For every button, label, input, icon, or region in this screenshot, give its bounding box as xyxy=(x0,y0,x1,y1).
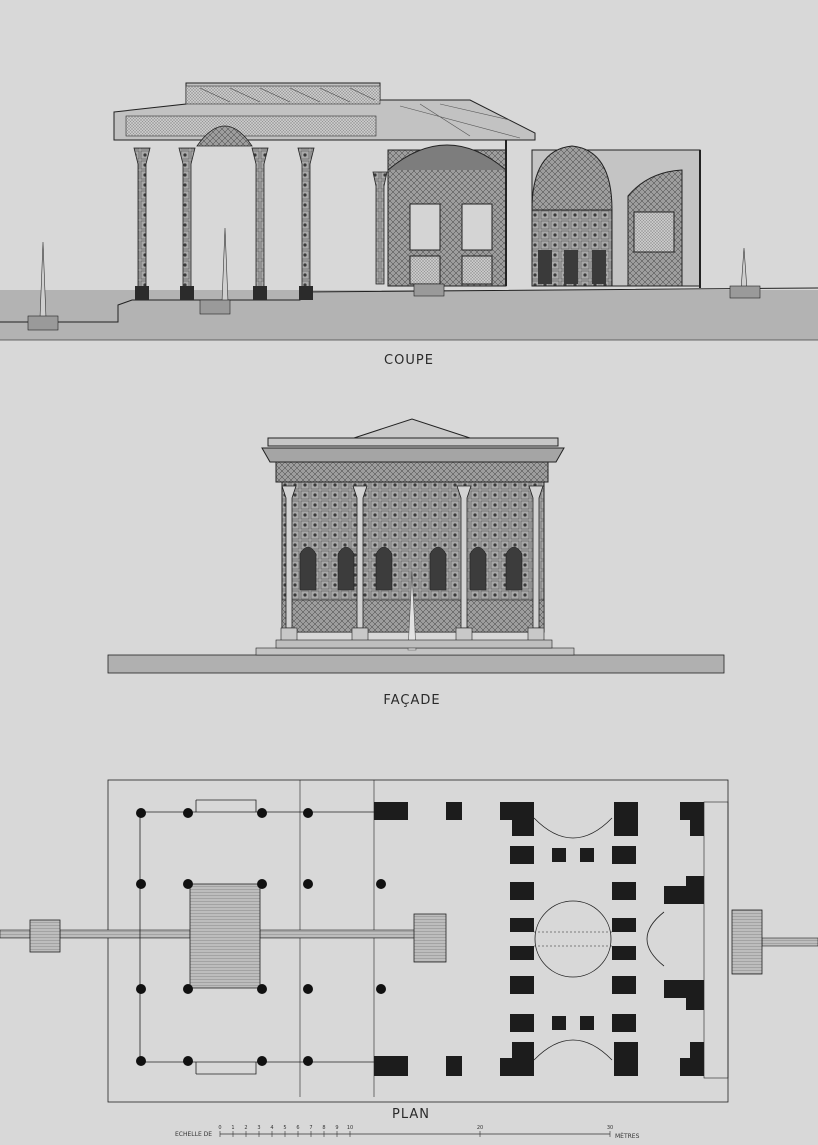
scale-tick-label: 20 xyxy=(477,1125,483,1131)
plan-central-pool xyxy=(189,883,261,989)
elevation-caption: FAÇADE xyxy=(383,693,440,708)
section-columns xyxy=(133,147,388,289)
plan-talar-edge xyxy=(139,799,374,1075)
scale-tick-label: 6 xyxy=(296,1125,299,1131)
scale-unit: MÈTRES xyxy=(615,1132,640,1140)
section-fountain-jets xyxy=(39,227,748,319)
scale-tick-label: 5 xyxy=(283,1125,286,1131)
talar-muqarnas xyxy=(196,125,253,147)
scale-tick-label: 7 xyxy=(309,1125,312,1131)
elevation-fountain-jet xyxy=(407,571,417,651)
scale-tick-label: 30 xyxy=(607,1125,613,1131)
scale-bar: ECHELLE DE 0 1 2 3 4 5 6 7 8 9 10 20 30 MÈTRES xyxy=(175,1125,640,1140)
plan-caption: PLAN xyxy=(392,1107,430,1122)
elevation-roof xyxy=(353,418,471,439)
plan-hall-walls xyxy=(374,802,704,1076)
scale-tick-label: 4 xyxy=(270,1125,273,1131)
scale-tick-label: 9 xyxy=(335,1125,338,1131)
plan-domes xyxy=(533,817,665,1061)
elevation-drawing xyxy=(107,418,725,674)
section-caption: COUPE xyxy=(384,353,434,368)
scale-tick-label: 10 xyxy=(347,1125,353,1131)
scale-prefix: ECHELLE DE xyxy=(175,1131,212,1138)
scale-ticks: 0 1 2 3 4 5 6 7 8 9 10 20 30 xyxy=(218,1125,613,1137)
scale-tick-label: 1 xyxy=(231,1125,234,1131)
elevation-ground xyxy=(107,654,725,674)
plan-drawing xyxy=(0,779,818,1103)
scale-tick-label: 3 xyxy=(257,1125,260,1131)
scale-tick-label: 8 xyxy=(322,1125,325,1131)
plan-columns xyxy=(136,808,386,1066)
scale-tick-label: 2 xyxy=(244,1125,247,1131)
section-ground xyxy=(0,290,818,340)
plan-water-channel xyxy=(0,929,818,947)
scale-tick-label: 0 xyxy=(218,1125,221,1131)
dome-chamber xyxy=(531,145,613,211)
section-drawing xyxy=(0,82,818,341)
